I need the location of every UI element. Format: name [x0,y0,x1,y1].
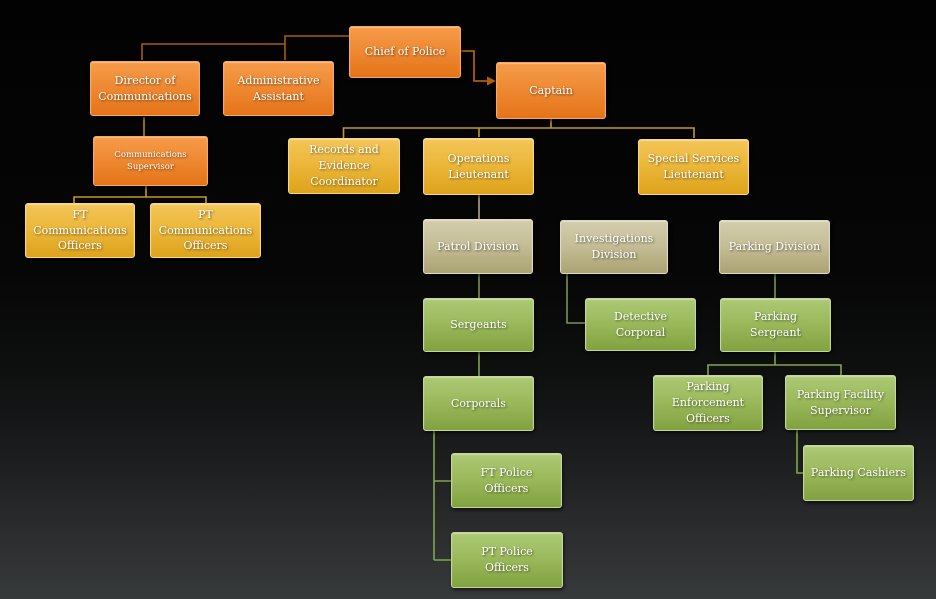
org-node-label: Corporals [451,396,506,410]
org-node-label: Administrative Assistant [237,73,320,103]
org-node-label: Captain [529,83,573,97]
org-node-label: Chief of Police [364,45,446,59]
org-node-label: PT Police Officers [481,545,533,574]
org-node-label: Detective Corporal [613,309,668,339]
org-node-label: Records and Evidence Coordinator [309,143,379,188]
org-node-parking-cashiers[interactable]: Parking Cashiers [803,445,914,501]
org-node-label: Patrol Division [437,239,519,253]
connector-facility-to-cashiers [796,430,803,474]
connector-chief-to-admin-assistant [284,35,349,60]
org-node-ft-communications-officers[interactable]: FT Communications Officers [25,203,135,258]
connector-investigations-to-detective [566,274,585,324]
org-node-label: Parking Enforcement Officers [671,380,745,425]
org-node-sergeants[interactable]: Sergeants [423,298,534,352]
org-node-label: Director of Communications [98,73,192,103]
org-node-label: Parking Sergeant [750,310,801,339]
org-node-detective-corporal[interactable]: Detective Corporal [585,298,696,351]
org-node-label: FT Communications Officers [33,207,127,253]
connector-chief-to-director [141,43,285,60]
org-node-chief-of-police[interactable]: Chief of Police [349,26,461,78]
org-node-parking-enforcement-officers[interactable]: Parking Enforcement Officers [653,375,763,431]
org-node-pt-communications-officers[interactable]: PT Communications Officers [150,203,261,258]
org-node-label: Operations Lieutenant [447,151,510,181]
arrowhead-captain [487,76,496,86]
connector-captain-rail [342,127,695,138]
org-node-parking-facility-supervisor[interactable]: Parking Facility Supervisor [785,375,896,430]
org-node-label: Sergeants [450,318,507,332]
org-node-special-services-lieutenant[interactable]: Special Services Lieutenant [638,139,749,195]
org-node-director-of-communications[interactable]: Director of Communications [90,61,200,116]
org-node-investigations-division[interactable]: Investigations Division [560,220,668,274]
org-node-captain[interactable]: Captain [496,62,606,119]
org-node-label: Parking Cashiers [810,466,907,480]
org-node-administrative-assistant[interactable]: Administrative Assistant [223,61,334,116]
org-node-pt-police-officers[interactable]: PT Police Officers [451,532,563,588]
org-node-label: FT Police Officers [480,465,533,495]
connector-parkingsgt-rail [707,364,842,375]
org-node-parking-sergeant[interactable]: Parking Sergeant [720,298,831,352]
org-node-label: Communications Supervisor [114,149,187,172]
org-node-parking-division[interactable]: Parking Division [719,220,830,274]
org-node-patrol-division[interactable]: Patrol Division [423,219,533,274]
org-node-label: PT Communications Officers [158,207,253,253]
org-node-records-evidence-coordinator[interactable]: Records and Evidence Coordinator [288,138,400,194]
connector-chief-to-captain [461,50,487,82]
org-node-communications-supervisor[interactable]: Communications Supervisor [93,136,208,186]
connector-supervisor-rail [73,196,207,203]
org-node-ft-police-officers[interactable]: FT Police Officers [451,453,562,508]
org-node-label: Parking Facility Supervisor [796,387,885,417]
org-node-label: Parking Division [728,240,821,254]
org-node-corporals[interactable]: Corporals [423,376,534,431]
org-node-label: Special Services Lieutenant [647,152,740,181]
org-node-label: Investigations Division [574,232,654,261]
org-node-operations-lieutenant[interactable]: Operations Lieutenant [423,138,534,195]
